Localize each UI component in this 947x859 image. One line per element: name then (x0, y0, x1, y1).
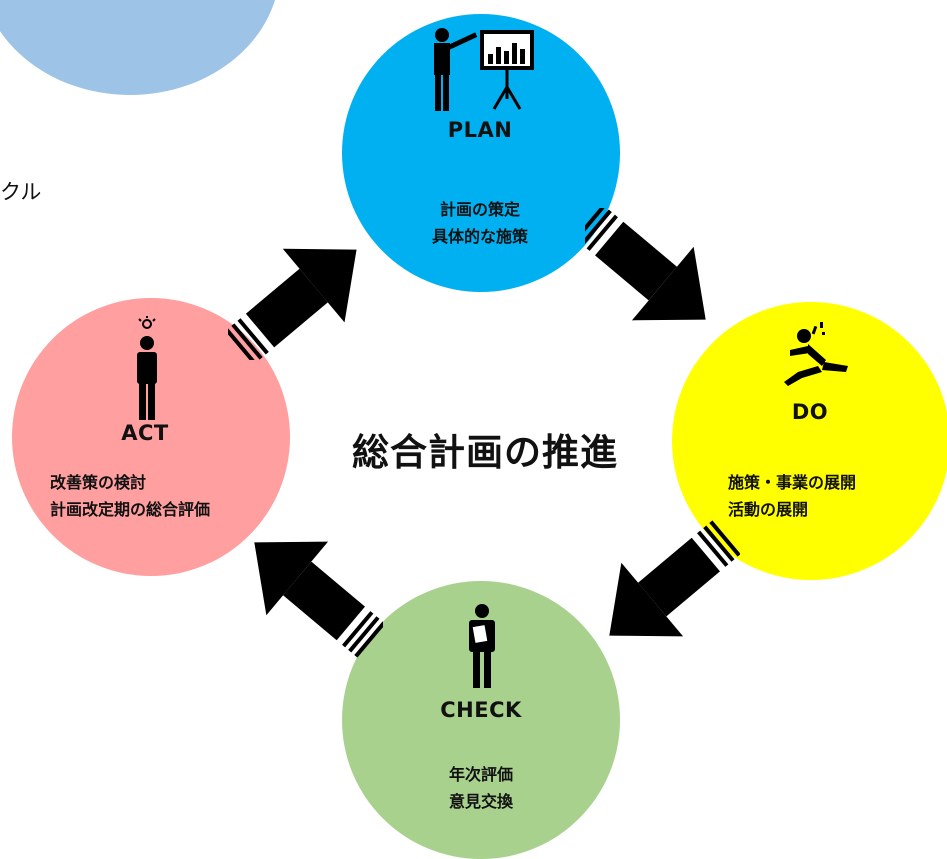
cut-off-text: クル (0, 180, 42, 204)
plan-line-1: 計画の策定 (439, 200, 520, 219)
running-person-icon (784, 322, 848, 386)
presenter-icon (434, 28, 534, 111)
person-with-idea-icon (137, 316, 157, 420)
do-title: DO (791, 400, 829, 424)
check-line-1: 年次評価 (448, 765, 513, 784)
person-with-clipboard-icon (469, 604, 495, 688)
do-line-2: 活動の展開 (728, 500, 809, 519)
do-line-1: 施策・事業の展開 (728, 473, 857, 492)
act-line-1: 改善策の検討 (50, 473, 147, 492)
check-line-2: 意見交換 (448, 792, 513, 811)
arrow-plan-to-do (585, 208, 706, 321)
center-title: 総合計画の推進 (352, 431, 618, 474)
plan-title: PLAN (447, 118, 513, 142)
plan-line-2: 具体的な施策 (431, 227, 528, 246)
act-title: ACT (121, 421, 169, 445)
check-title: CHECK (440, 698, 522, 722)
act-line-2: 計画改定期の総合評価 (50, 500, 211, 519)
arrow-do-to-check (609, 520, 740, 637)
arrow-act-to-plan (228, 248, 357, 360)
arrow-check-to-act (254, 541, 383, 658)
decorative-circle (0, 0, 280, 95)
